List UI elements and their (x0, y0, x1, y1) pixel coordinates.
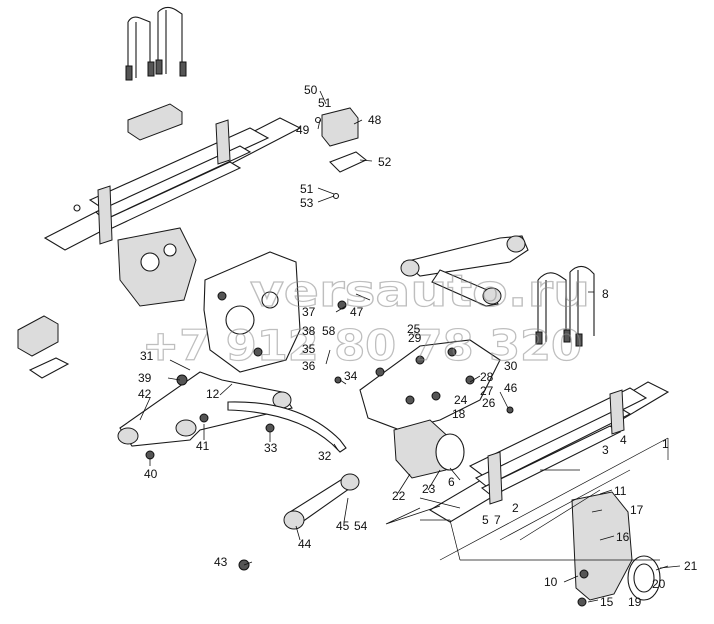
callout-32: 32 (318, 449, 332, 463)
callout-5: 5 (482, 513, 489, 527)
callout-44: 44 (298, 537, 312, 551)
callout-27: 27 (480, 384, 494, 398)
callout-24: 24 (454, 393, 468, 407)
callout-17: 17 (630, 503, 644, 517)
bolt-34 (334, 376, 342, 384)
callout-7: 7 (494, 513, 501, 527)
callout-20: 20 (652, 577, 666, 591)
nut-41 (199, 413, 209, 423)
callout-19: 19 (628, 595, 642, 609)
callout-30: 30 (504, 359, 518, 373)
callout-49: 49 (296, 123, 310, 137)
bracket-48 (314, 107, 368, 200)
lower-control-arm (117, 371, 293, 447)
part-drawings (17, 6, 670, 607)
callout-21: 21 (684, 559, 698, 573)
callout-11: 11 (614, 484, 627, 498)
callout-52: 52 (378, 155, 392, 169)
callout-6: 6 (448, 475, 455, 489)
callout-2: 2 (512, 501, 519, 515)
bushing-39 (176, 374, 188, 386)
callout-18: 18 (452, 407, 466, 421)
callout-42: 42 (138, 387, 152, 401)
callout-1: 1 (662, 437, 669, 451)
callout-43: 43 (214, 555, 228, 569)
callout-34: 34 (344, 369, 358, 383)
callout-31: 31 (140, 349, 154, 363)
u-bolts (125, 6, 187, 81)
callout-47: 47 (350, 305, 364, 319)
callout-39: 39 (138, 371, 152, 385)
callout-3: 3 (602, 443, 609, 457)
callout-28: 28 (480, 370, 494, 384)
callout-33: 33 (264, 441, 278, 455)
callout-10: 10 (544, 575, 558, 589)
leader-lines (139, 90, 681, 603)
callout-53: 53 (300, 196, 314, 210)
callout-38: 38 (302, 324, 316, 338)
callout-12: 12 (206, 387, 220, 401)
spacer-block (127, 103, 183, 141)
callout-4: 4 (620, 433, 627, 447)
bolt-46 (506, 406, 514, 414)
callout-37: 37 (302, 305, 316, 319)
callout-45: 45 (336, 519, 350, 533)
callout-16: 16 (616, 530, 630, 544)
callout-54: 54 (354, 519, 368, 533)
torque-rod (238, 473, 360, 571)
stabilizer-bar (227, 401, 347, 453)
callout-35: 35 (302, 342, 316, 356)
front-hanger-bracket (117, 227, 197, 307)
callout-41: 41 (196, 439, 210, 453)
rubber-pads (17, 315, 70, 379)
callout-48: 48 (368, 113, 382, 127)
callout-36: 36 (302, 359, 316, 373)
watermark: versauto.ru +7 912 80 78 320 (141, 265, 590, 370)
callout-46: 46 (504, 381, 518, 395)
nut-33 (265, 423, 275, 433)
upper-v-rod (400, 235, 529, 307)
nut-40 (145, 450, 155, 460)
callout-26: 26 (482, 396, 496, 410)
main-frame-bracket (203, 251, 301, 373)
callout-58: 58 (322, 324, 336, 338)
callout-25: 25 (407, 322, 421, 336)
callout-23: 23 (422, 482, 436, 496)
callout-51: 51 (318, 96, 332, 110)
rear-hanger (571, 491, 661, 607)
callout-15: 15 (600, 595, 614, 609)
callout-40: 40 (144, 467, 158, 481)
front-leaf-spring (43, 117, 302, 251)
callout-50: 50 (304, 83, 318, 97)
watermark-phone: +7 912 80 78 320 (142, 321, 582, 370)
rear-u-bolts (535, 265, 595, 347)
callout-8: 8 (602, 287, 609, 301)
callout-22: 22 (392, 489, 406, 503)
callout-51: 51 (300, 182, 314, 196)
rear-leaf-spring (428, 381, 670, 523)
rear-crossmember (359, 339, 501, 479)
watermark-site: versauto.ru (250, 266, 590, 317)
callout-29: 29 (408, 331, 422, 345)
